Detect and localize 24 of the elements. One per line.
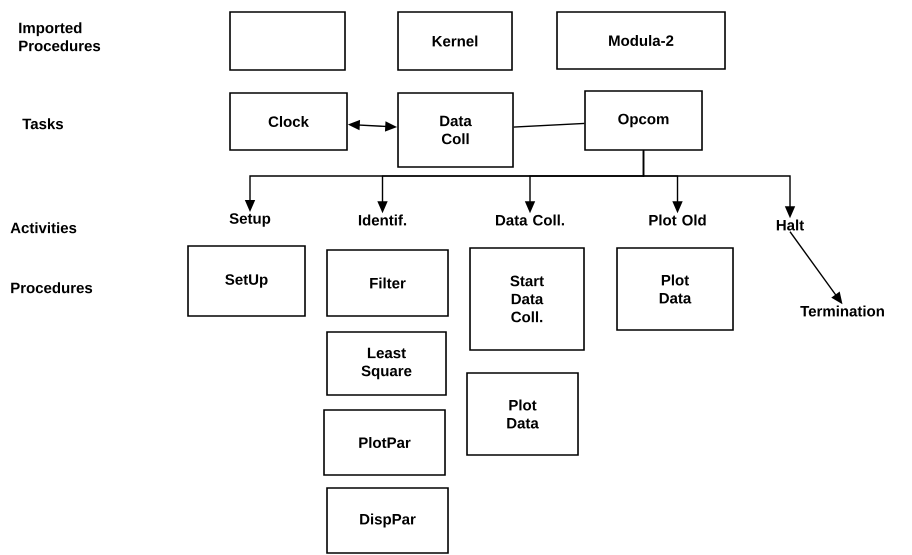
process-box: Opcom — [584, 90, 703, 151]
activity-label: Plot Old — [649, 214, 706, 226]
process-box: Clock — [229, 92, 348, 151]
process-box: Data Coll — [397, 92, 514, 168]
process-box: SetUp — [187, 245, 306, 317]
process-box: Plot Data — [466, 372, 579, 456]
activity-label: Setup — [230, 213, 270, 227]
process-box: DispPar — [326, 487, 449, 554]
row-label: Imported Procedures — [19, 22, 100, 52]
activity-label: Data Coll. — [496, 214, 564, 226]
process-box: Modula-2 — [556, 11, 726, 70]
process-box: Least Square — [326, 331, 447, 396]
row-label: Activities — [10, 222, 76, 234]
process-box: Start Data Coll. — [469, 247, 585, 351]
activity-label: Halt — [776, 220, 804, 230]
termination-label: Termination — [800, 306, 884, 316]
process-box: Plot Data — [616, 247, 734, 331]
row-label: Procedures — [11, 282, 92, 294]
process-box: PlotPar — [323, 409, 446, 476]
activity-label: Identif. — [358, 214, 406, 226]
process-box: Kernel — [397, 11, 513, 71]
row-label: Tasks — [22, 118, 63, 130]
process-box: Filter — [326, 249, 449, 317]
empty-box — [229, 11, 346, 71]
